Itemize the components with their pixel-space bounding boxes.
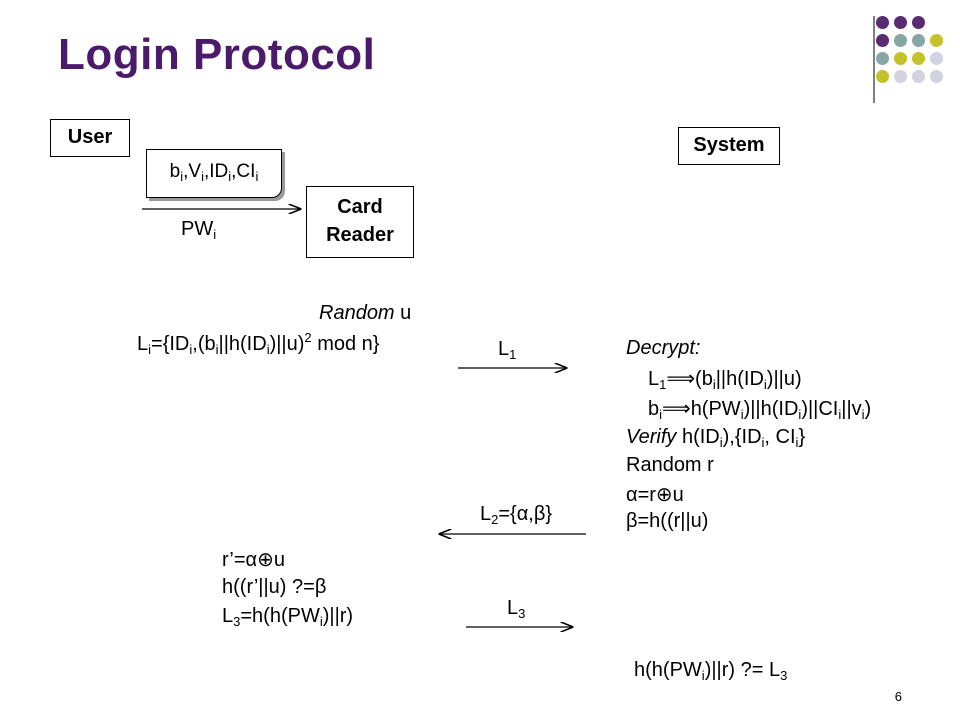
xor-icon: ⊕ [257,549,274,571]
implies-icon: ⟹ [662,398,691,420]
decorative-divider [873,16,875,103]
system-random-r: Random r [626,454,714,476]
smart-card-note: bi,Vi,IDi,CIi [146,149,282,198]
decorative-dot-grid [876,16,960,100]
system-decrypt-line2: bi⟹h(PWi)||h(IDi)||CIi||vi) [648,398,872,422]
message-l2-label: L2={α,β} [480,503,553,527]
system-label: System [693,134,765,156]
system-alpha: α=r⊕u [626,484,684,506]
user-label: User [67,126,113,148]
card-reader-box: Card Reader [306,186,414,258]
system-verify: Verify h(IDi),{IDi, CIi} [626,426,806,450]
page-title: Login Protocol [58,30,376,79]
message-l1-label: L1 [498,338,517,362]
user-r-prime: r’=α⊕u [222,549,285,571]
message-l3-label: L3 [507,597,526,621]
card-reader-line1: Card [337,196,383,218]
card-reader-line2: Reader [326,224,394,246]
user-login-request: Li={IDi,(bi||h(IDi)||u)2 mod n} [137,330,380,357]
user-l3-compute: L3=h(h(PWi)||r) [222,605,354,629]
system-decrypt-line1: L1⟹(bi||h(IDi)||u) [648,368,802,392]
system-beta: β=h((r||u) [626,510,709,532]
user-box: User [50,119,130,157]
system-box: System [678,127,780,165]
system-final-check: h(h(PWi)||r) ?= L3 [634,659,788,683]
page-number: 6 [894,689,902,704]
user-beta-check: h((r’||u) ?=β [222,576,327,598]
system-decrypt-heading: Decrypt: [626,337,701,359]
implies-icon: ⟹ [666,368,696,390]
user-random-u: Random u [319,302,412,324]
xor-icon: ⊕ [655,484,673,506]
password-label: PWi [181,218,217,242]
